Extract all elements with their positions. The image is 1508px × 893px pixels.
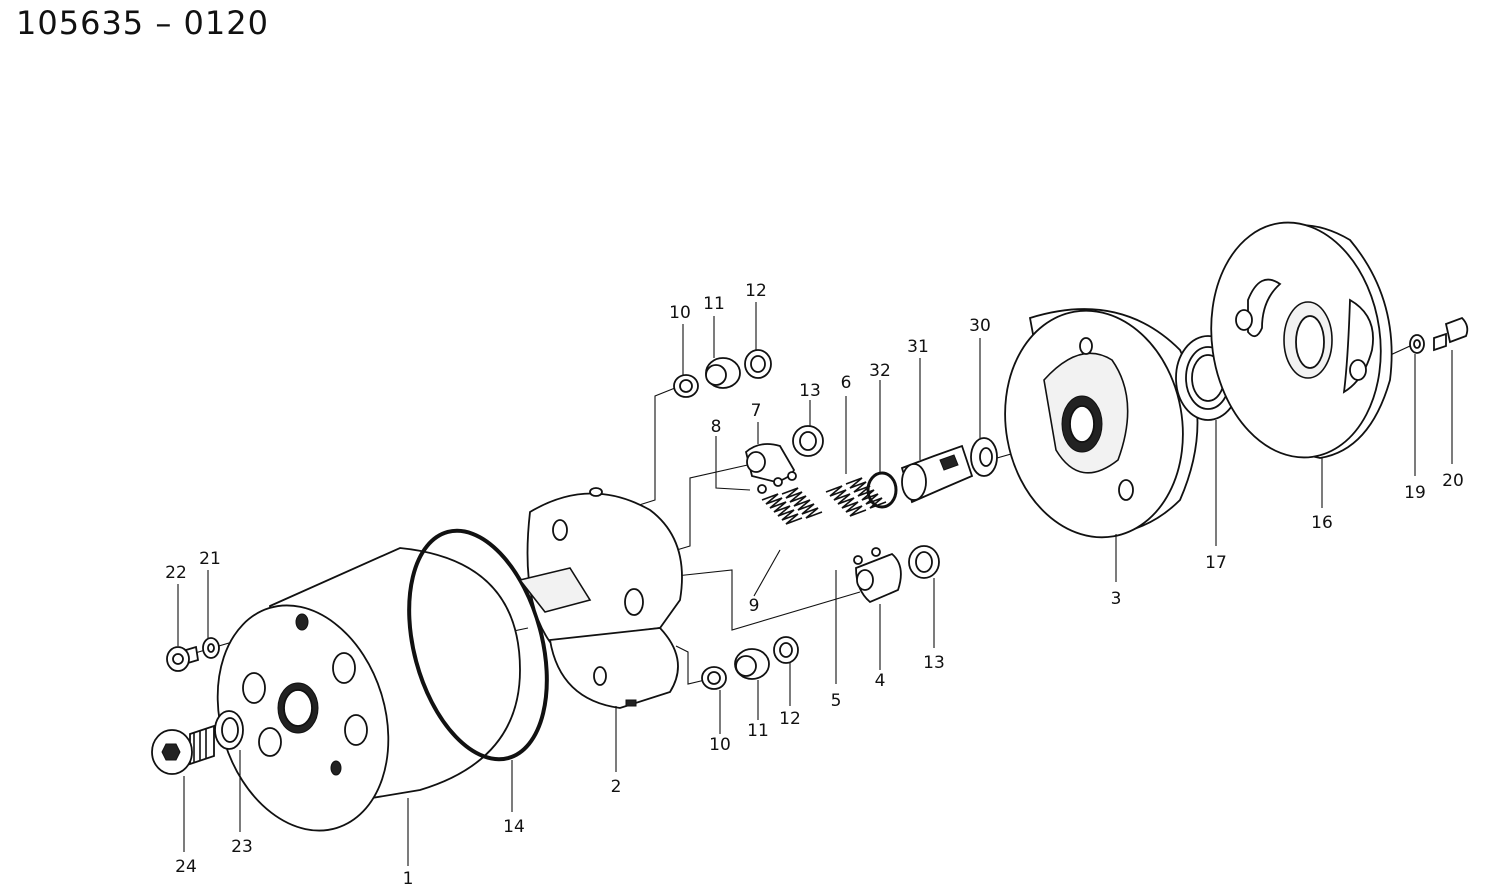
part-21-washer [202, 637, 220, 659]
callout-4: 4 [875, 671, 886, 691]
part-14-o-ring [407, 528, 549, 762]
part-13-ring-upper [792, 425, 824, 457]
part-24-plug [151, 724, 215, 775]
part-6-springs [825, 477, 887, 517]
callout-11-upper: 11 [703, 294, 725, 314]
callout-19: 19 [1404, 483, 1426, 503]
leader-lines [177, 302, 1453, 866]
callout-14: 14 [503, 817, 525, 837]
callout-8: 8 [711, 417, 722, 437]
callout-1: 1 [403, 869, 414, 889]
callout-30: 30 [969, 316, 991, 336]
part-11-sleeve-upper [705, 357, 741, 389]
callout-16: 16 [1311, 513, 1333, 533]
callout-13-upper: 13 [799, 381, 821, 401]
callout-11-lower: 11 [747, 721, 769, 741]
part-12-seal-upper [744, 349, 772, 379]
callout-32: 32 [869, 361, 891, 381]
callout-9: 9 [749, 596, 760, 616]
callout-21: 21 [199, 549, 221, 569]
callout-10-upper: 10 [669, 303, 691, 323]
callout-17: 17 [1205, 553, 1227, 573]
part-10-bush-upper [673, 374, 699, 398]
drawing-number: 105635 – 0120 [16, 4, 269, 42]
callout-6: 6 [841, 373, 852, 393]
part-8-balls [757, 471, 797, 494]
part-7-slipper-upper [744, 443, 796, 483]
callout-20: 20 [1442, 471, 1464, 491]
part-30-washer [970, 437, 998, 477]
part-23-washer [214, 710, 244, 750]
callout-labels: 10 11 12 13 7 8 6 32 31 30 9 3 17 16 19 … [165, 281, 1464, 889]
part-13-ring-lower [908, 545, 940, 579]
callout-24: 24 [175, 857, 197, 877]
part-32-o-ring [866, 471, 898, 509]
part-31-hex-adjuster [900, 444, 974, 504]
callout-12-upper: 12 [745, 281, 767, 301]
part-10-bush-lower [701, 666, 727, 690]
part-22-screw [166, 645, 200, 672]
callout-23: 23 [231, 837, 253, 857]
callout-10-lower: 10 [709, 735, 731, 755]
part-20-bolt [1433, 316, 1469, 352]
callout-2: 2 [611, 777, 622, 797]
part-1-housing [216, 547, 521, 832]
part-9-springs [761, 487, 823, 525]
part-3-cover [1004, 308, 1199, 539]
part-4-slipper-lower [855, 552, 902, 604]
callout-22: 22 [165, 563, 187, 583]
part-19-washer [1409, 334, 1425, 354]
callout-12-lower: 12 [779, 709, 801, 729]
part-2-cam-ring [518, 487, 683, 709]
callout-7: 7 [751, 401, 762, 421]
part-16-end-plate [1210, 221, 1393, 459]
part-11-sleeve-lower [734, 648, 770, 680]
part-12-seal-lower [773, 636, 799, 664]
callout-5: 5 [831, 691, 842, 711]
callout-3: 3 [1111, 589, 1122, 609]
callout-13-lower: 13 [923, 653, 945, 673]
part-5-balls [853, 547, 881, 565]
callout-31: 31 [907, 337, 929, 357]
